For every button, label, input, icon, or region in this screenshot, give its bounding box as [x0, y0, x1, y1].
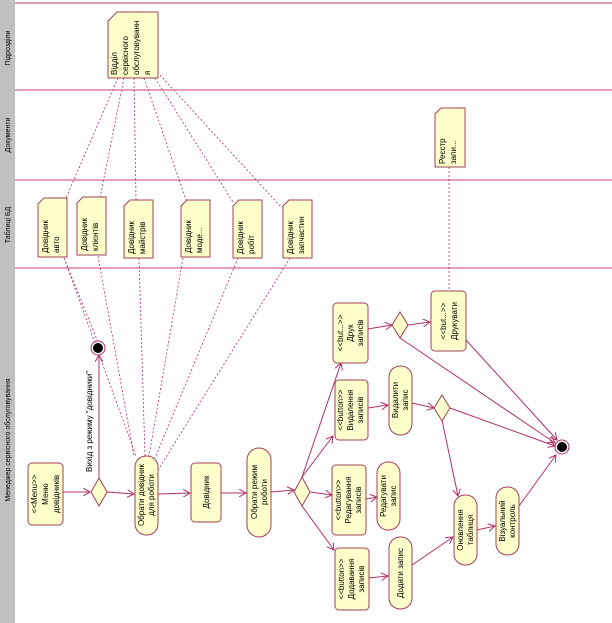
- svg-text:Візуальнийконтроль: Візуальнийконтроль: [498, 500, 517, 541]
- svg-text:<<button>>Додаваннязаписів: <<button>>Додаваннязаписів: [337, 558, 366, 599]
- svg-text:Видалитизапис: Видалитизапис: [391, 382, 410, 418]
- final-state-end: [554, 439, 570, 455]
- activity-choose-mode[interactable]: Обрати режимроботи: [246, 447, 272, 538]
- lane-label-manager: Менеджер сервісного обслуговування: [4, 378, 12, 501]
- final-state-exit: [90, 340, 106, 356]
- activity-delete-record[interactable]: Видалитизапис: [388, 365, 413, 436]
- lane-label-departments: Підрозділи: [4, 30, 12, 65]
- decision-print[interactable]: [391, 311, 409, 339]
- activity-directory[interactable]: Довідник: [190, 462, 222, 523]
- decision-delete[interactable]: [433, 394, 451, 422]
- lane-header-strip: [0, 0, 15, 623]
- svg-text:Обрати режимроботи: Обрати режимроботи: [250, 465, 269, 519]
- lane-label-db-tables: Таблиці БД: [4, 207, 12, 244]
- activity-add-records-button[interactable]: <<button>>Додаваннязаписів: [334, 547, 370, 611]
- svg-text:<<button>>Редагуваннязаписів: <<button>>Редагуваннязаписів: [334, 476, 363, 523]
- svg-text:<<but...>>Друкзаписів: <<but...>>Друкзаписів: [336, 314, 365, 351]
- activity-print-records-button[interactable]: <<but...>>Друкзаписів: [332, 302, 369, 364]
- svg-text:Редагуватизапис: Редагуватизапис: [379, 475, 398, 517]
- svg-text:Довідник: Довідник: [202, 475, 211, 509]
- svg-text:Оновленнятаблиця: Оновленнятаблиця: [456, 509, 475, 550]
- svg-text:<<but...>>Друкувати: <<but...>>Друкувати: [439, 302, 459, 340]
- svg-text:<<button>>Видаленнязаписів: <<button>>Видаленнязаписів: [336, 389, 365, 430]
- activity-delete-records-button[interactable]: <<button>>Видаленнязаписів: [334, 379, 369, 441]
- decision-exit[interactable]: [90, 476, 108, 508]
- activity-edit-records-button[interactable]: <<button>>Редагуваннязаписів: [331, 464, 367, 536]
- control-flow-edges: [63, 322, 557, 578]
- activity-choose-directory[interactable]: Обрати довідникдля роботи: [134, 455, 159, 536]
- activity-updated-table[interactable]: Оновленнятаблиця: [453, 494, 478, 566]
- svg-text:Додати запис: Додати запис: [396, 548, 405, 598]
- guard-exit-label: Вихід з режиму "довідники": [85, 371, 94, 472]
- svg-text:Обрати довідникдля роботи: Обрати довідникдля роботи: [137, 463, 156, 526]
- lane-label-documents: Документи: [5, 117, 12, 152]
- activity-visual-control[interactable]: Візуальнийконтроль: [495, 486, 520, 556]
- activity-add-record[interactable]: Додати запис: [388, 536, 413, 610]
- activity-edit-record[interactable]: Редагуватизапис: [376, 461, 401, 531]
- decision-mode[interactable]: [293, 475, 311, 508]
- activity-print-button[interactable]: <<but...>>Друкувати: [430, 290, 467, 352]
